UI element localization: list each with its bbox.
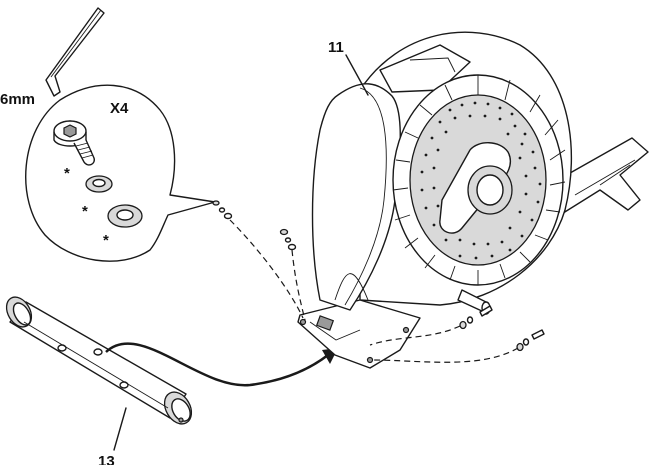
hardware-set-center	[281, 230, 296, 250]
leader-line-13	[114, 408, 126, 450]
flat-washer-icon	[108, 205, 142, 227]
asterisk-mark: *	[64, 165, 70, 182]
lock-washer-icon	[86, 176, 112, 192]
asterisk-mark: *	[103, 232, 109, 249]
tool-size-label: 6mm	[0, 91, 35, 108]
allen-key-icon	[46, 8, 104, 96]
hardware-set-right-lower	[517, 330, 544, 351]
part-label-13: 13	[98, 453, 115, 465]
part-label-11: 11	[328, 39, 344, 56]
hardware-set-left	[213, 201, 232, 219]
asterisk-mark: *	[82, 203, 88, 220]
stabilizer-tube	[1, 293, 196, 429]
hardware-set-right-upper	[460, 306, 492, 329]
quantity-label: X4	[110, 100, 129, 117]
elliptical-frame	[298, 32, 648, 368]
